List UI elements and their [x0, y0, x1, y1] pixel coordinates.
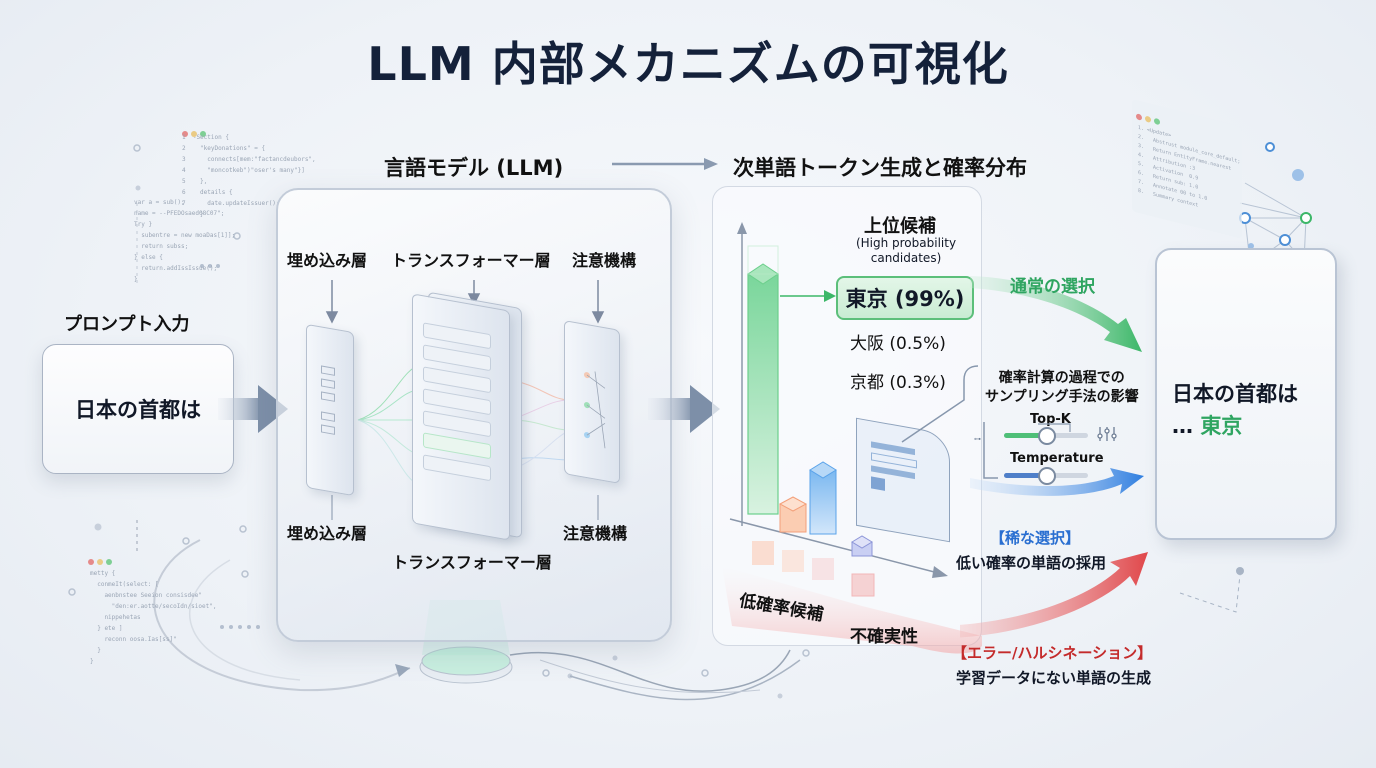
- top-candidates-subheading: (High probability candidates): [855, 236, 957, 265]
- settings-sliders-icon[interactable]: [1096, 425, 1118, 443]
- embedding-layer-label-top: 埋め込み層: [287, 251, 368, 270]
- candidate-kyoto: 京都 (0.3%): [850, 373, 946, 393]
- temperature-slider-fill: [1004, 473, 1046, 478]
- network-node: [1265, 142, 1275, 152]
- rare-selection-title: 【稀な選択】: [990, 529, 1081, 547]
- topk-label: Top-K: [1030, 412, 1071, 427]
- rare-selection-arrow: [970, 468, 1144, 496]
- attention-mechanism-panel: [564, 320, 620, 484]
- embedding-layer-label-bottom: 埋め込み層: [287, 524, 368, 543]
- arrow-right-icon: [612, 158, 718, 170]
- code-window-controls: [88, 550, 115, 569]
- sampling-connector: [901, 365, 979, 443]
- bar-kyoto: [809, 469, 837, 535]
- svg-text:⊶: ⊶: [974, 435, 981, 443]
- error-hallucination-title: 【エラー/ハルシネーション】: [952, 644, 1153, 662]
- prompt-label: プロンプト入力: [64, 314, 190, 335]
- candidate-osaka: 大阪 (0.5%): [850, 334, 946, 354]
- temperature-slider-track: [1004, 467, 1088, 485]
- arrow-right-icon: [218, 385, 288, 433]
- prompt-input-box[interactable]: 日本の首都は: [42, 344, 234, 474]
- generation-section-header: 次単語トークン生成と確率分布: [733, 156, 1027, 180]
- topk-slider-track: [1004, 427, 1088, 445]
- top-candidates-heading: 上位候補: [864, 216, 936, 237]
- output-ellipsis: …: [1172, 414, 1193, 438]
- probability-bar-chart: [722, 222, 982, 654]
- topk-slider[interactable]: [1004, 427, 1088, 445]
- temperature-slider-knob[interactable]: [1038, 467, 1056, 485]
- attention-label-top: 注意機構: [572, 251, 637, 270]
- output-answer: 東京: [1200, 414, 1243, 438]
- normal-selection-label: 通常の選択: [1010, 277, 1095, 297]
- x-axis: [729, 518, 943, 575]
- output-text: 日本の首都は … 東京: [1172, 378, 1298, 442]
- candidate-tokyo-chip[interactable]: 東京 (99%): [836, 276, 974, 320]
- temperature-label: Temperature: [1010, 451, 1104, 466]
- selection-path-arrows: [960, 276, 1148, 638]
- network-node: [1300, 212, 1312, 224]
- temperature-slider[interactable]: [1004, 467, 1088, 485]
- code-window-controls: [182, 122, 209, 141]
- bar-tokyo: [747, 273, 779, 515]
- arrow-right-icon: [648, 385, 720, 433]
- code-snippet-top-left: 1 -Section { 2 "keyDonations" = { 3 conn…: [182, 134, 316, 218]
- prompt-text: 日本の首都は: [75, 398, 201, 422]
- code-snippet-mid-left: var a = sub(); name = --PFEDOsaed08C07";…: [134, 199, 236, 283]
- error-hallucination-desc: 学習データにない単語の生成: [956, 669, 1152, 687]
- uncertainty-label: 不確実性: [850, 627, 918, 647]
- sampling-bracket: ⊶: [974, 422, 1071, 479]
- transformer-layer-label-top: トランスフォーマー層: [391, 251, 551, 270]
- error-selection-arrow: [960, 552, 1148, 638]
- output-box: [1155, 248, 1337, 540]
- network-node: [1279, 234, 1291, 246]
- topk-slider-fill: [1004, 433, 1046, 438]
- topk-slider-knob[interactable]: [1038, 427, 1056, 445]
- transformer-layer-panel: [412, 293, 510, 541]
- sampling-title: 確率計算の過程での サンプリング手法の影響: [985, 370, 1139, 405]
- rare-selection-desc: 低い確率の単語の採用: [956, 554, 1107, 572]
- embedding-layer-panel: [306, 323, 354, 497]
- normal-selection-arrow: [970, 276, 1142, 352]
- code-snippet-bottom-left: metty { conmeIt(select: [ aenbnstee Seei…: [90, 570, 217, 665]
- page-title: LLM 内部メカニズムの可視化: [367, 37, 1009, 91]
- output-line1: 日本の首都は: [1172, 382, 1298, 406]
- attention-label-bottom: 注意機構: [563, 524, 628, 543]
- transformer-layer-label-bottom: トランスフォーマー層: [392, 553, 552, 572]
- llm-section-header: 言語モデル (LLM): [384, 156, 564, 180]
